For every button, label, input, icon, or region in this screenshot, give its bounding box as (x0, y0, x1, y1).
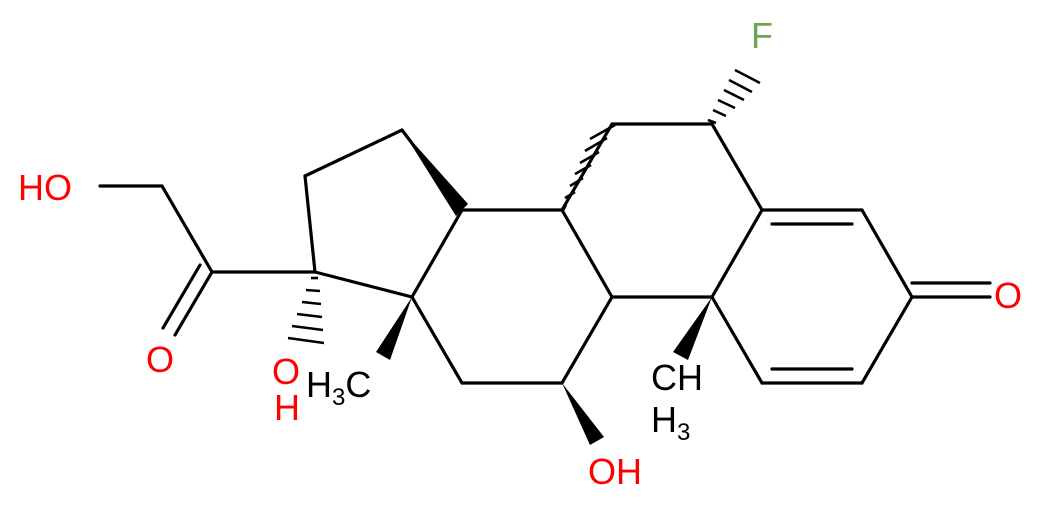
label-c13-methyl-sub: 3 (332, 384, 345, 411)
label-c17-hydroxyl-oxygen: O (272, 351, 300, 392)
label-c13-methyl-c: C (345, 364, 371, 405)
label-c10-methyl-h3: H3 (651, 399, 690, 446)
bond-c8-c9 (560, 208, 614, 299)
bond-c20-carbonyl-double (161, 263, 202, 330)
wedge-c13-methyl (376, 297, 412, 360)
hash-c6-fluorine (707, 68, 761, 125)
label-side-chain-carbonyl-oxygen: O (146, 339, 174, 380)
label-side-chain-hydroxyl: HO (18, 167, 72, 208)
bond-c14-c13 (410, 208, 464, 299)
hash-c8-alpha (560, 123, 616, 213)
label-ketone-oxygen: O (994, 275, 1022, 316)
label-fluorine: F (751, 15, 773, 56)
label-c10-methyl-c: CH (651, 357, 703, 398)
label-c13-methyl: H3C (306, 364, 371, 411)
bond-c20-carbonyl (173, 270, 214, 337)
bond-c16-c17 (303, 174, 317, 274)
label-c17-hydroxyl-hydrogen: H (274, 387, 300, 428)
bond-c13-c12 (410, 295, 464, 385)
bond-c11-c9 (560, 295, 614, 385)
bond-c15-c16 (303, 128, 404, 178)
bond-c17-c13 (313, 270, 414, 299)
wedge-c10-methyl (673, 297, 712, 360)
wedge-c15-c14 (402, 130, 468, 216)
hash-c17-hydroxyl (287, 276, 325, 345)
bond-c5-c6 (710, 122, 764, 212)
bond-c10-c5 (710, 208, 764, 299)
label-c10-methyl-sub: 3 (677, 419, 690, 446)
label-c10-methyl-h: H (651, 399, 677, 440)
label-c13-methyl-h: H (306, 364, 332, 405)
bond-c4-c3 (860, 208, 914, 299)
wedge-c11-hydroxyl (562, 383, 604, 445)
bond-c20-c21 (160, 184, 214, 274)
bond-c1-c10 (710, 295, 764, 385)
bond-c3-c2 (860, 295, 914, 385)
label-c11-hydroxyl: OH (588, 451, 642, 492)
